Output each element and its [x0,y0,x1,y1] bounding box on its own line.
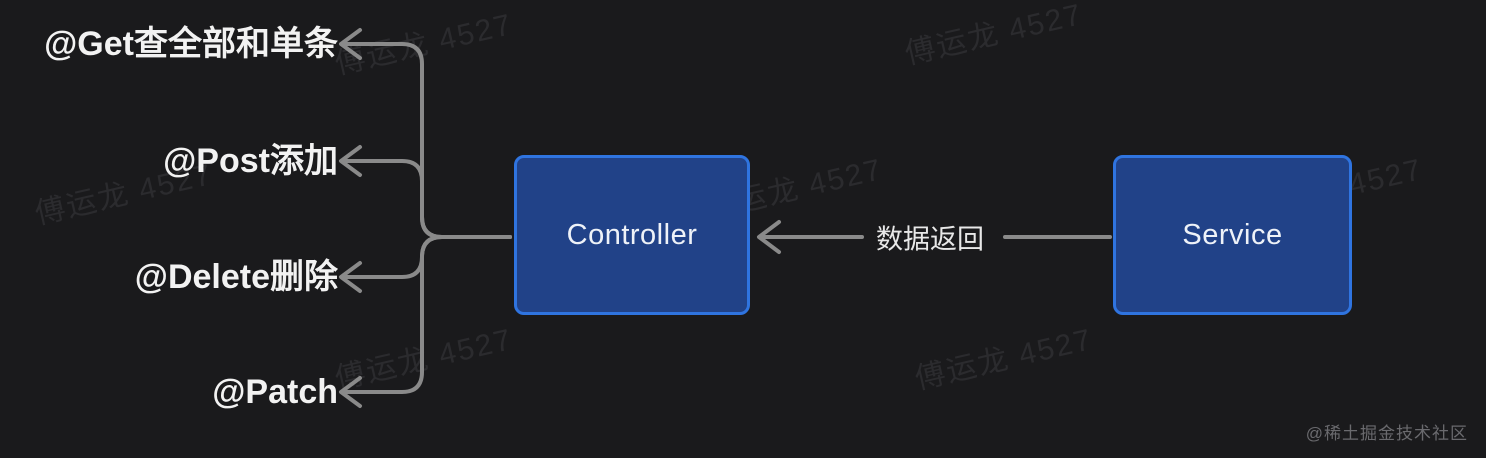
connector-delete [343,235,512,279]
endpoint-label-patch: @Patch [212,373,338,411]
watermark-tile: 傅运龙 4527 [332,323,516,396]
arrowhead-patch [339,376,362,408]
arrowhead-post [339,145,362,177]
node-service[interactable]: Service [1113,155,1352,315]
connector-get [343,42,512,239]
connector-post [343,159,512,239]
node-service-label: Service [1182,218,1283,251]
arrowhead-controller [757,220,781,254]
endpoint-label-get: @Get查全部和单条 [44,25,338,63]
edge-label-data-return: 数据返回 [866,217,994,257]
connector-patch [343,235,512,394]
node-controller[interactable]: Controller [514,155,750,315]
endpoint-label-delete: @Delete删除 [134,258,338,296]
watermark-tile: 傅运龙 4527 [332,8,516,81]
watermark-tile: 傅运龙 4527 [902,0,1086,71]
arrowhead-delete [339,261,362,293]
arrowhead-get [339,28,362,60]
site-watermark: @稀土掘金技术社区 [1305,424,1468,443]
watermark-tile: 傅运龙 4527 [912,323,1096,396]
node-controller-label: Controller [566,218,698,251]
endpoint-label-post: @Post添加 [163,142,338,180]
